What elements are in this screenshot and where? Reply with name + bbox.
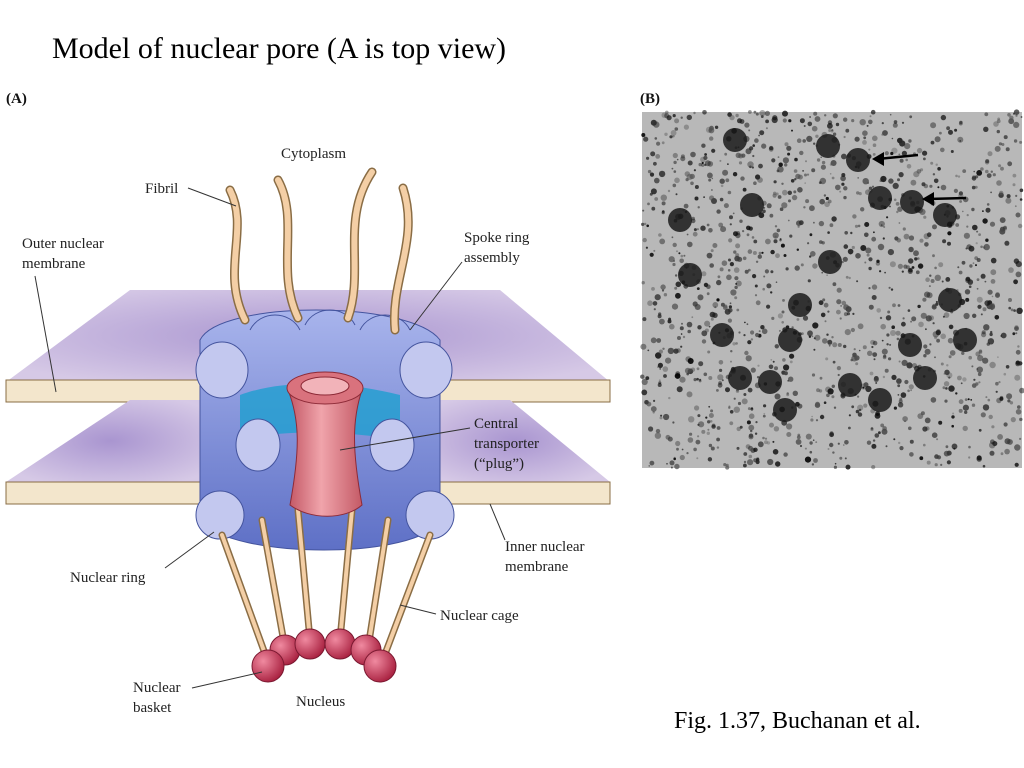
- label-nuclear-cage: Nuclear cage: [440, 608, 519, 624]
- label-outer-membrane-1: Outer nuclear: [22, 236, 104, 252]
- leader-nuclear-cage: [399, 604, 437, 615]
- label-central-transporter-2: transporter: [474, 436, 539, 452]
- leader-spoke-ring: [409, 261, 463, 331]
- label-nuclear-basket-2: basket: [133, 700, 172, 716]
- label-nuclear-basket-1: Nuclear: [133, 680, 180, 696]
- leader-central-transporter: [339, 427, 471, 451]
- electron-micrograph: [640, 109, 1024, 470]
- label-nucleus: Nucleus: [296, 694, 345, 710]
- label-central-transporter-3: (“plug”): [474, 456, 524, 472]
- cytoplasmic-fibrils-fill: [227, 169, 412, 333]
- label-spoke-ring-2: assembly: [464, 250, 520, 266]
- nuclear-cage-rods-fill: [220, 508, 432, 664]
- label-inner-membrane-2: membrane: [505, 559, 569, 575]
- micrograph-arrows: [872, 152, 967, 206]
- leader-inner-membrane: [489, 503, 506, 541]
- leader-nuclear-basket: [191, 671, 263, 689]
- panel-label-a: (A): [6, 91, 27, 107]
- inner-membrane-sheet: [5, 400, 611, 505]
- nuclear-basket: [251, 628, 397, 683]
- micrograph-pores: [668, 128, 977, 422]
- label-cytoplasm: Cytoplasm: [281, 146, 346, 162]
- label-outer-membrane-2: membrane: [22, 256, 86, 272]
- label-fibril: Fibril: [145, 181, 178, 197]
- central-transporter-plug: [286, 371, 364, 517]
- label-inner-membrane-1: Inner nuclear: [505, 539, 585, 555]
- label-nuclear-ring: Nuclear ring: [70, 570, 146, 586]
- label-spoke-ring-1: Spoke ring: [464, 230, 530, 246]
- leader-outer-membrane: [34, 275, 57, 393]
- leader-nuclear-ring: [164, 531, 215, 569]
- panel-label-b: (B): [640, 91, 660, 107]
- slide-title: Model of nuclear pore (A is top view): [52, 32, 507, 65]
- label-central-transporter-1: Central: [474, 416, 518, 432]
- leader-fibril: [187, 187, 237, 207]
- figure-caption: Fig. 1.37, Buchanan et al.: [674, 708, 921, 734]
